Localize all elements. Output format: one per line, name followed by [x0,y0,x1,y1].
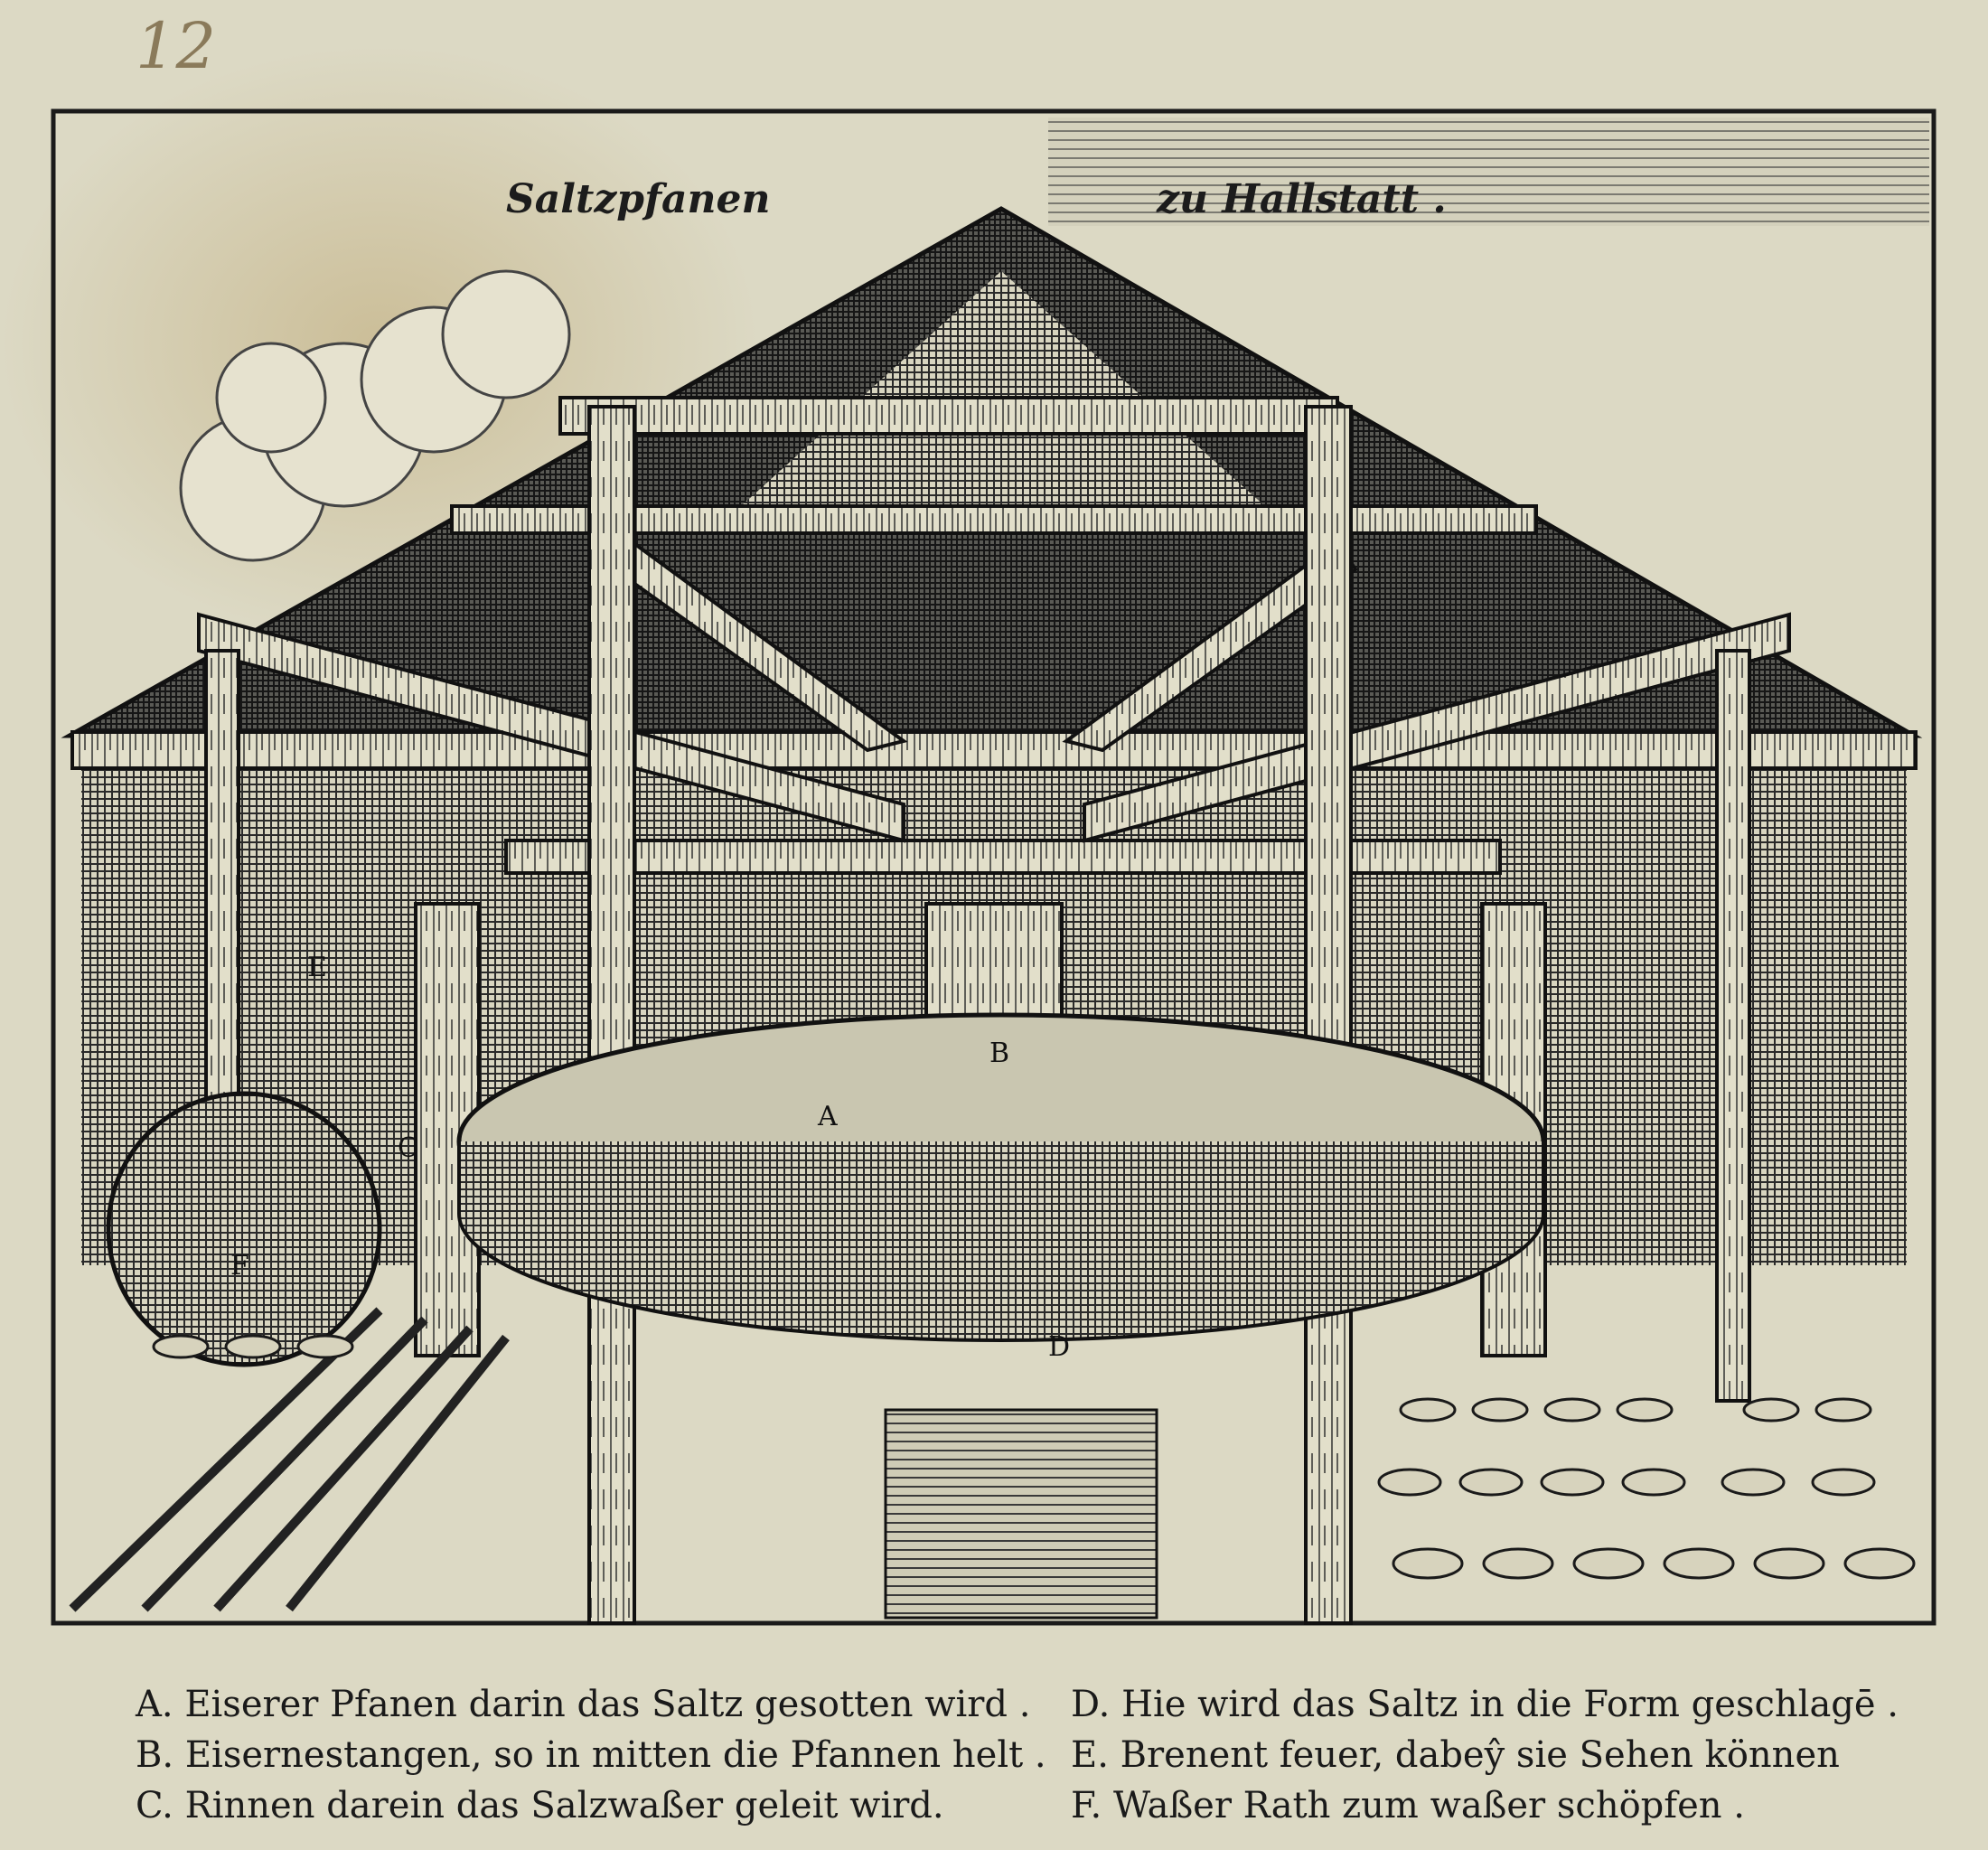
salt-boiling-hall [61,206,1923,1625]
legend-item-b: B. Eisernestangen, so in mitten die Pfan… [136,1734,1046,1776]
plate-frame [51,108,1936,1626]
title-right: zu Hallstatt . [1157,176,1447,222]
legend-item-d: D. Hie wird das Saltz in die Form geschl… [1071,1684,1899,1725]
label-b: B [989,1038,1009,1069]
label-c: C [398,1132,418,1164]
label-d: D [1048,1331,1070,1363]
label-e: E [307,952,327,983]
legend-left: A. Eiserer Pfanen darin das Saltz gesott… [136,1679,1046,1831]
legend-item-e: E. Brenent feuer, dabeŷ sie Sehen können [1071,1734,1840,1776]
legend-right: D. Hie wird das Saltz in die Form geschl… [1071,1679,1899,1831]
legend-item-f: F. Waßer Rath zum waßer schöpfen . [1071,1785,1745,1827]
label-f: F [230,1250,249,1282]
sky-hatching [1048,117,1929,226]
title-left: Saltzpfanen [506,176,771,222]
legend-item-c: C. Rinnen darein das Salzwaßer geleit wi… [136,1785,944,1827]
page-number: 12 [136,9,217,83]
label-a: A [817,1101,838,1132]
salt-barrels [152,1334,1916,1580]
legend-item-a: A. Eiserer Pfanen darin das Saltz gesott… [136,1684,1031,1725]
water-wheel [106,1091,382,1367]
